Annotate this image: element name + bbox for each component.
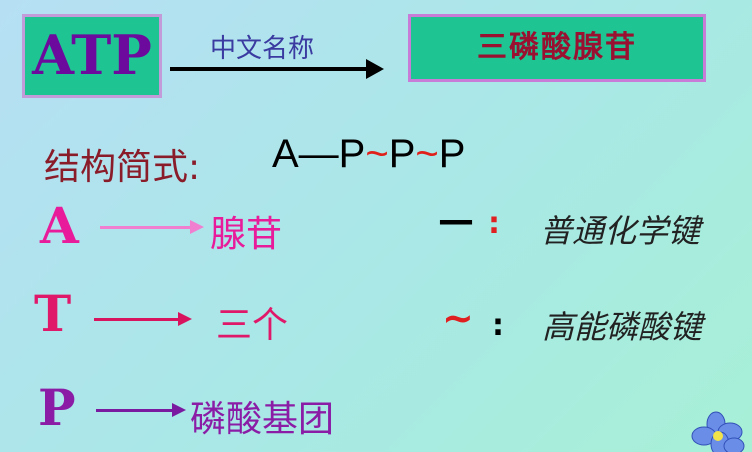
fullname-box	[408, 14, 706, 82]
row-t-arrow-head	[178, 312, 192, 326]
formula-part: ~	[365, 132, 389, 176]
meaning-t: 三个	[216, 305, 289, 346]
row-a-arrow-line	[100, 226, 192, 229]
arrow-label: 中文名称	[210, 34, 315, 64]
meaning-p: 磷酸基团	[190, 399, 335, 440]
bond-ordinary-colon: :	[488, 206, 500, 241]
bond-highenergy-colon: :	[492, 308, 504, 343]
formula-part: P	[388, 132, 416, 176]
bond-ordinary-label: 普通化学键	[540, 212, 701, 250]
header-arrow-line	[170, 67, 370, 71]
flower-icon	[691, 411, 745, 452]
letter-t: T	[34, 284, 72, 343]
formula-part: A—P	[272, 132, 366, 176]
structure-formula: A—P~P~P	[272, 132, 465, 177]
row-p-arrow-head	[172, 403, 186, 417]
bond-ordinary-symbol: —	[438, 200, 474, 241]
meaning-a: 腺苷	[210, 214, 283, 255]
row-t-arrow-line	[94, 318, 180, 321]
structure-label: 结构简式:	[44, 147, 201, 188]
row-a-arrow-head	[190, 220, 204, 234]
formula-part: P	[438, 132, 466, 176]
formula-part: ~	[415, 132, 439, 176]
bond-highenergy-label: 高能磷酸键	[542, 308, 703, 346]
abbr-text: ATP	[32, 23, 152, 87]
row-p-arrow-line	[96, 409, 174, 412]
fullname-text: 三磷酸腺苷	[477, 30, 637, 65]
abbr-box	[22, 14, 162, 98]
bond-highenergy-symbol: ~	[442, 296, 474, 340]
letter-p: P	[38, 378, 76, 437]
letter-a: A	[40, 196, 79, 255]
header-arrow-head	[366, 59, 384, 79]
